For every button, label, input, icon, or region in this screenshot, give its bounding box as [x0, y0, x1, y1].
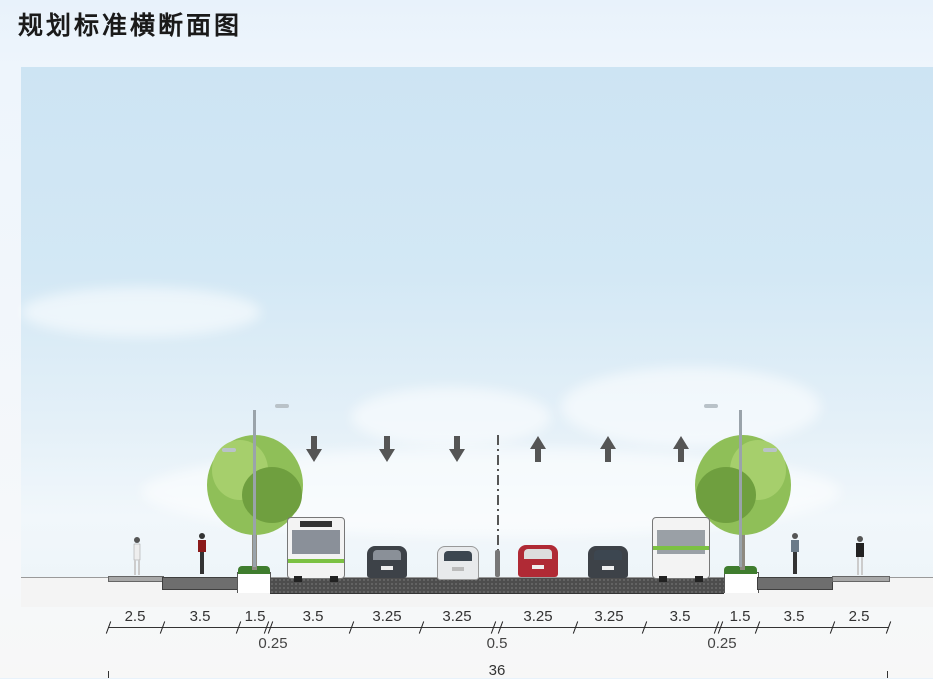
left-streetlight-lamp-icon: [222, 448, 236, 452]
pedestrian-icon: [133, 537, 141, 575]
arrow-down-icon: [379, 436, 395, 462]
arrow-up-icon: [673, 436, 689, 462]
dimension-sublabel-median: 0.5: [486, 635, 508, 652]
dimension-label-planting-left: 1.5: [244, 608, 266, 625]
dimension-label-lane: 3.25: [594, 608, 624, 625]
dimension-label-lane: 3.25: [372, 608, 402, 625]
dimension-sublabel-curb-right: 0.25: [707, 635, 737, 652]
right-bike-lane: [757, 577, 833, 590]
right-planting-curb: [724, 572, 759, 593]
left-bike-lane: [162, 577, 238, 590]
car-front-white-icon: [437, 546, 479, 580]
left-grass: [238, 566, 270, 574]
right-streetlight-pole: [739, 410, 742, 567]
arrow-up-icon: [600, 436, 616, 462]
left-streetlight-lamp-icon: [275, 404, 289, 408]
dimension-sublabel-curb-left: 0.25: [258, 635, 288, 652]
cyclist-icon: [198, 533, 206, 574]
arrow-up-icon: [530, 436, 546, 462]
dimension-label-bike-left: 3.5: [189, 608, 211, 625]
dimension-label-sidewalk-left: 2.5: [124, 608, 146, 625]
left-sidewalk: [108, 576, 164, 582]
right-grass: [724, 566, 757, 574]
right-streetlight-lamp-icon: [763, 448, 777, 452]
dimension-tick: [885, 621, 892, 634]
carriageway-asphalt: [270, 578, 724, 594]
car-front-dark-icon: [367, 546, 407, 578]
left-planting-curb: [237, 572, 271, 593]
dimension-line: [108, 627, 888, 628]
total-dimension-end-tick: [887, 671, 888, 678]
arrow-down-icon: [306, 436, 322, 462]
right-tree-icon: [695, 435, 791, 570]
right-sidewalk: [832, 576, 890, 582]
car-rear-dark-icon: [588, 546, 628, 578]
total-dimension-end-tick: [108, 671, 109, 678]
pedestrian-icon: [856, 536, 864, 575]
left-streetlight-pole: [253, 410, 256, 567]
bus-front-icon: [287, 517, 345, 582]
car-rear-red-icon: [518, 545, 558, 577]
dimension-label-bus-lane-right: 3.5: [669, 608, 691, 625]
dimension-label-lane: 3.25: [523, 608, 553, 625]
dimension-label-lane: 3.25: [442, 608, 472, 625]
dimension-label-sidewalk-right: 2.5: [848, 608, 870, 625]
page-title: 规划标准横断面图: [18, 11, 243, 40]
cloud: [21, 287, 261, 337]
cyclist-icon: [791, 533, 799, 574]
right-streetlight-lamp-icon: [704, 404, 718, 408]
arrow-down-icon: [449, 436, 465, 462]
bus-rear-icon: [652, 517, 710, 582]
dimension-label-planting-right: 1.5: [729, 608, 751, 625]
dimension-label-bus-lane-left: 3.5: [302, 608, 324, 625]
center-dash-dot-line: [497, 435, 499, 555]
dimension-label-bike-right: 3.5: [783, 608, 805, 625]
cloud: [561, 367, 821, 447]
dimension-total-width: 36: [488, 662, 506, 679]
median-bollard: [495, 550, 500, 577]
